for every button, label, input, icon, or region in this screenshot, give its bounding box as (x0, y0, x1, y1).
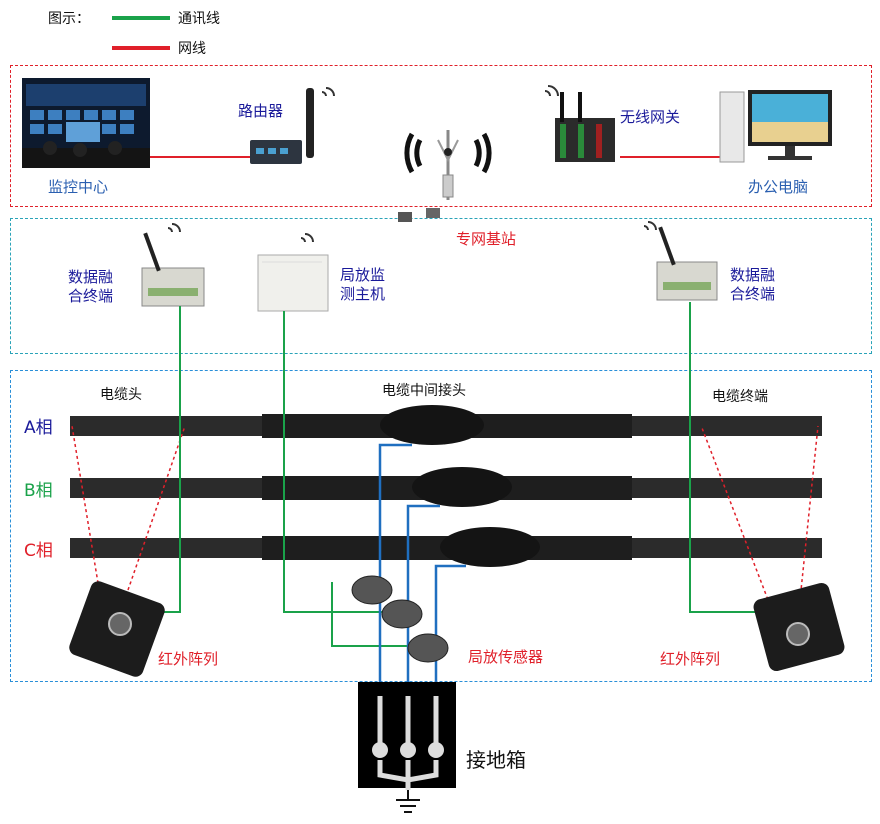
ground-box-label: 接地箱 (466, 748, 526, 772)
ir-camera-right (753, 582, 845, 672)
terminal-left-label-2: 合终端 (68, 287, 114, 305)
ir-array-left-label: 红外阵列 (158, 650, 219, 668)
base-station-label: 专网基站 (456, 230, 517, 248)
fusion-terminal-left-icon (141, 223, 205, 307)
monitor-center-label: 监控中心 (48, 178, 109, 196)
monitor-center-image (22, 78, 150, 168)
phase-b-label: B相 (24, 481, 53, 501)
terminal-right-label-1: 数据融 (730, 266, 776, 284)
terminal-left-label-1: 数据融 (68, 268, 114, 286)
phase-a-label: A相 (24, 418, 53, 438)
fusion-terminal-right-icon (643, 221, 718, 301)
ir-beams (71, 425, 819, 606)
cable-terminal-label: 电缆终端 (712, 389, 768, 405)
base-station-icon (398, 130, 492, 222)
legend-comm-label: 通讯线 (178, 11, 220, 27)
zone-cable (10, 370, 872, 682)
office-pc-label: 办公电脑 (748, 178, 809, 196)
legend-net-swatch (112, 46, 170, 50)
zone-terminals (10, 218, 872, 354)
pd-host-icon (257, 233, 329, 312)
wireless-gateway-label: 无线网关 (620, 108, 681, 126)
ir-camera-left (69, 581, 165, 677)
cable-phase-a (70, 405, 822, 445)
ir-array-right-label: 红外阵列 (660, 650, 721, 668)
pd-host-label-2: 测主机 (340, 285, 386, 303)
office-pc-icon (719, 90, 832, 163)
ground-box-icon (358, 682, 456, 813)
wireless-gateway-icon (544, 85, 615, 162)
pd-sensor-clamps (351, 575, 449, 663)
legend-title: 图示： (48, 11, 90, 27)
router-label: 路由器 (238, 102, 284, 120)
zone-network (10, 65, 872, 207)
cable-phase-b (70, 467, 822, 507)
router-icon (250, 87, 335, 164)
pd-host-label-1: 局放监 (340, 266, 386, 284)
legend-comm-swatch (112, 16, 170, 20)
phase-c-label: C相 (24, 541, 53, 561)
pd-sensor-label: 局放传感器 (468, 648, 544, 666)
terminal-right-label-2: 合终端 (730, 285, 776, 303)
legend-net-label: 网线 (178, 41, 206, 57)
cable-phase-c (70, 527, 822, 567)
cable-middle-joint-label: 电缆中间接头 (382, 383, 466, 399)
cable-head-label: 电缆头 (100, 387, 142, 403)
